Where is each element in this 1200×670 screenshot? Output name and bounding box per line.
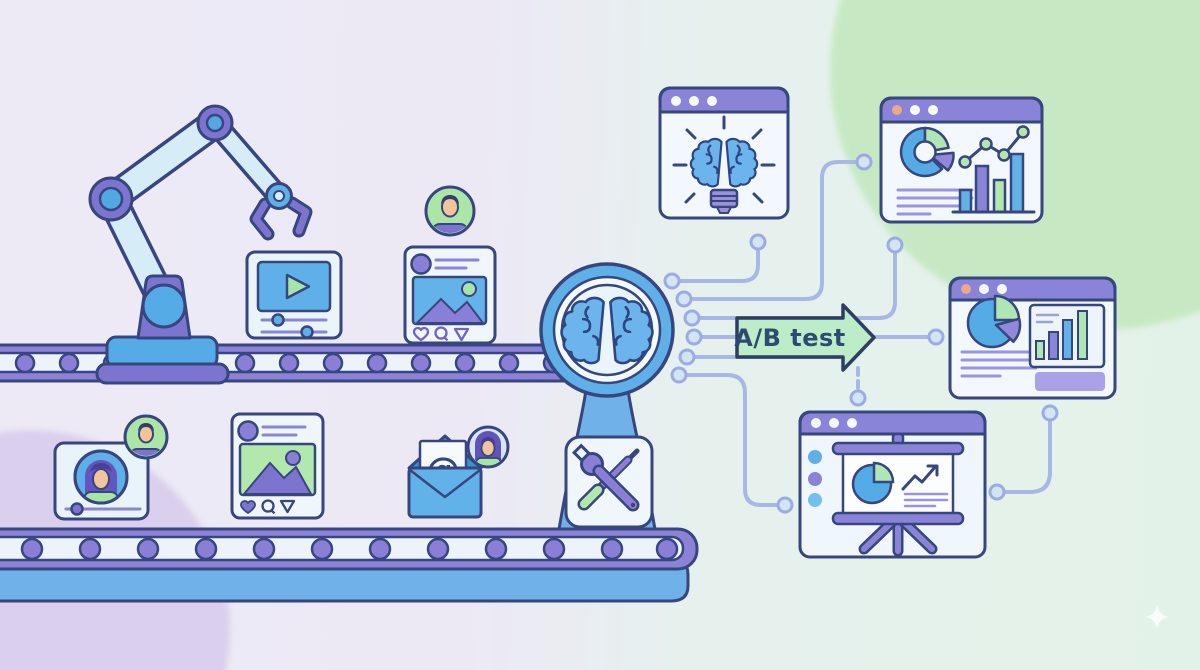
sun-icon — [461, 281, 477, 297]
bar-chart-icon — [951, 152, 1036, 214]
circuit-line — [995, 419, 1052, 494]
profile-video-card — [53, 441, 150, 521]
robot-arm-icon — [88, 104, 313, 385]
sun-icon — [285, 450, 301, 466]
video-sliders — [260, 313, 328, 339]
circuit-line — [677, 373, 779, 507]
titlebar-dots — [671, 96, 717, 106]
easel-icon — [831, 432, 965, 557]
post-action-icons — [412, 326, 470, 342]
share-icon — [279, 499, 296, 514]
circuit-lines — [663, 153, 1059, 514]
idea-brain-window — [658, 86, 790, 220]
window-titlebar — [658, 86, 790, 114]
mountains-icon — [241, 461, 313, 495]
email-envelope-icon: @ — [407, 434, 483, 519]
ab-test-label: A/B test — [734, 324, 846, 352]
post-avatar — [410, 253, 432, 275]
cta-button — [1035, 372, 1105, 391]
robot-gripper — [249, 196, 313, 241]
heart-icon — [412, 326, 430, 342]
text-lines — [960, 350, 1042, 378]
bullet-dots — [808, 450, 822, 507]
circuit-line — [670, 247, 760, 283]
image-post-card — [230, 412, 325, 520]
share-icon — [453, 327, 470, 342]
circuit-nodes — [663, 153, 1059, 514]
post-avatar — [237, 420, 259, 442]
belt-rollers — [20, 537, 679, 561]
text-lines — [903, 492, 949, 508]
line-chart-icon — [958, 125, 1030, 169]
report-pie-bar-window — [948, 276, 1117, 400]
growth-arrow-icon — [901, 464, 939, 491]
idea-brain-bulb-icon — [672, 115, 776, 214]
comment-icon — [434, 326, 448, 340]
user-avatar-email — [466, 425, 510, 469]
ai-brain-lens — [539, 262, 675, 398]
window-titlebar — [879, 96, 1044, 124]
idea-rays — [672, 115, 776, 204]
circuit-line — [690, 250, 897, 320]
bar-chart-panel — [1028, 303, 1106, 369]
pie-chart-icon — [966, 294, 1022, 349]
user-avatar-small — [123, 414, 169, 460]
post-action-icons — [240, 499, 296, 515]
analytics-donut-line-bar-window — [879, 96, 1044, 224]
play-icon — [285, 273, 311, 300]
sparkle-icon — [1145, 605, 1169, 629]
heart-icon — [240, 500, 256, 514]
titlebar-dots — [892, 105, 938, 115]
titlebar-dots — [811, 418, 857, 428]
ai-analyzer-machine — [539, 262, 675, 550]
window-titlebar — [948, 276, 1117, 302]
presentation-easel-window — [798, 410, 987, 559]
bar-chart-icon — [1035, 310, 1088, 360]
robot-joints — [88, 104, 234, 222]
woman-avatar — [83, 460, 119, 502]
window-titlebar — [798, 410, 987, 436]
social-image-post-card — [403, 245, 497, 345]
titlebar-dots — [961, 284, 1007, 294]
comment-icon — [261, 499, 275, 513]
conveyor-belt-bottom — [0, 527, 699, 571]
user-avatar-top — [424, 185, 476, 237]
pie-chart-icon — [851, 461, 895, 505]
circuit-line — [682, 160, 859, 301]
video-player-card — [245, 250, 343, 340]
donut-chart-icon — [899, 126, 955, 178]
ab-test-arrow: A/B test — [734, 303, 876, 372]
mountains-icon — [414, 297, 486, 324]
tools-wrench-screwdriver-icon — [571, 443, 640, 512]
